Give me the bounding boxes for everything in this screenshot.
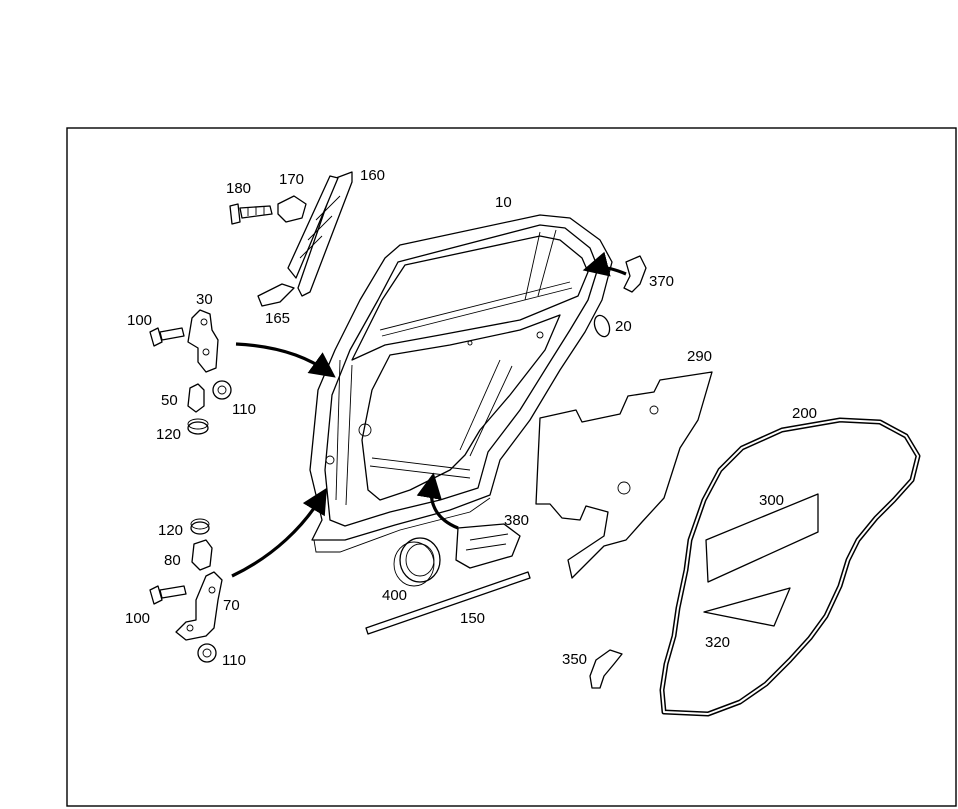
module-bracket-380-part bbox=[455, 523, 521, 569]
leader-arrow-lower-hinge bbox=[231, 487, 327, 578]
label-350: 350 bbox=[562, 651, 587, 668]
label-100-lower: 100 bbox=[125, 610, 150, 627]
screw-180-part bbox=[229, 203, 273, 225]
label-170: 170 bbox=[279, 171, 304, 188]
label-110-lower: 110 bbox=[222, 652, 246, 669]
label-370: 370 bbox=[649, 273, 674, 290]
foil-320-part bbox=[703, 587, 791, 627]
label-30: 30 bbox=[196, 291, 213, 308]
screw-100-lower-part bbox=[149, 585, 187, 605]
bushing-120-lower-part bbox=[190, 518, 210, 535]
label-70: 70 bbox=[223, 597, 240, 614]
label-120-upper: 120 bbox=[156, 426, 181, 443]
label-290: 290 bbox=[687, 348, 712, 365]
hinge-30-part bbox=[187, 309, 219, 373]
foil-300-part bbox=[705, 493, 819, 583]
label-400: 400 bbox=[382, 587, 407, 604]
leader-arrow-380 bbox=[416, 472, 459, 530]
bolt-80-part bbox=[191, 539, 213, 571]
label-120-lower: 120 bbox=[158, 522, 183, 539]
label-50: 50 bbox=[161, 392, 178, 409]
leader-arrow-370 bbox=[582, 251, 627, 277]
label-180: 180 bbox=[226, 180, 251, 197]
bracket-165-part bbox=[257, 283, 295, 307]
clip-170-part bbox=[277, 195, 307, 223]
cap-350-part bbox=[589, 649, 623, 689]
bolt-50-part bbox=[187, 383, 205, 413]
hinge-70-part bbox=[175, 571, 223, 641]
cap-370-part bbox=[623, 255, 647, 293]
leader-arrow-upper-hinge bbox=[235, 342, 336, 378]
label-150: 150 bbox=[460, 610, 485, 627]
bushing-120-upper-part bbox=[187, 418, 209, 435]
door-shell-part bbox=[309, 214, 613, 553]
label-100-upper: 100 bbox=[127, 312, 152, 329]
label-300: 300 bbox=[759, 492, 784, 509]
label-10: 10 bbox=[495, 194, 512, 211]
nut-110-upper-part bbox=[212, 380, 232, 400]
door-seal-200-part bbox=[659, 417, 921, 717]
diagram-frame bbox=[66, 127, 957, 807]
insulation-290-part bbox=[535, 371, 713, 579]
label-380: 380 bbox=[504, 512, 529, 529]
label-165: 165 bbox=[265, 310, 290, 327]
plug-20-part bbox=[593, 314, 611, 338]
label-80: 80 bbox=[164, 552, 181, 569]
grommet-400-part bbox=[393, 537, 441, 587]
window-channel-160-part bbox=[287, 171, 353, 297]
nut-110-lower-part bbox=[197, 643, 217, 663]
label-160: 160 bbox=[360, 167, 385, 184]
label-20: 20 bbox=[615, 318, 632, 335]
label-110-upper: 110 bbox=[232, 401, 256, 418]
screw-100-upper-part bbox=[149, 327, 185, 347]
label-320: 320 bbox=[705, 634, 730, 651]
strip-150-part bbox=[365, 571, 531, 635]
label-200: 200 bbox=[792, 405, 817, 422]
